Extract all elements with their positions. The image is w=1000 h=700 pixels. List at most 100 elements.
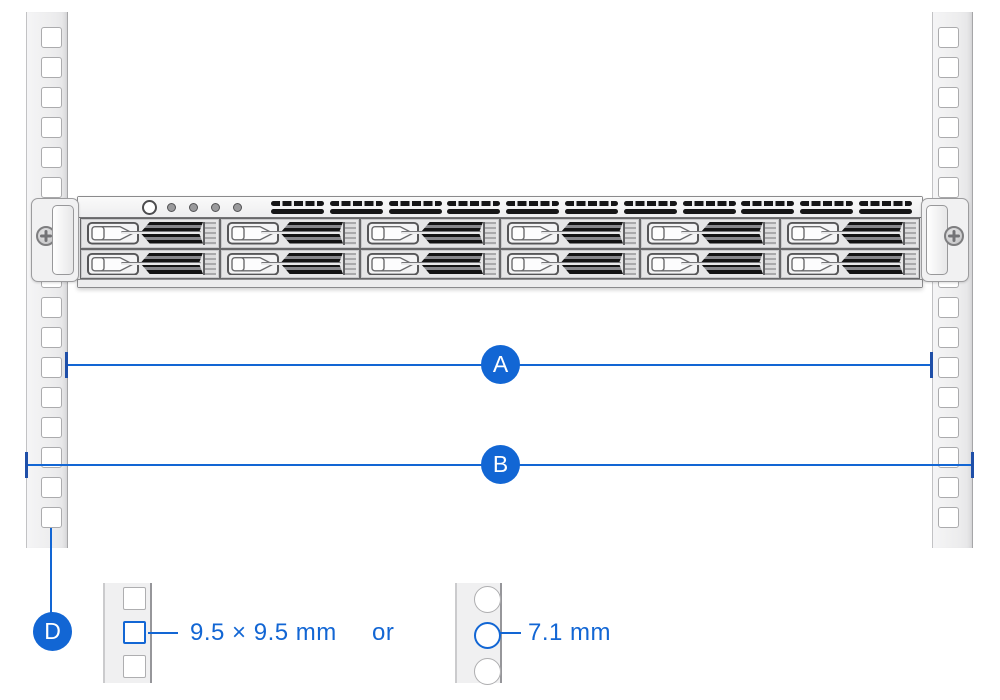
drive-tray-fins [903,252,916,275]
legend-or-label: or [372,619,395,646]
drive-bay [81,219,219,248]
drive-bay [361,219,499,248]
rail-square-hole [41,87,62,108]
server-front-top-strip [78,197,922,218]
vent-slot [271,209,324,214]
drive-tray-latch [647,222,699,245]
drive-tray-fins [203,222,216,245]
legend-square-hole [123,587,146,610]
drive-bay [781,219,919,248]
drive-tray-fins [343,222,356,245]
drive-bay [501,249,639,278]
server-ear-right [921,198,969,282]
drive-tray-vent-wedge [281,252,343,263]
drive-tray-fins [623,222,636,245]
drive-tray-groove [261,261,341,265]
drive-tray-fins [903,222,916,245]
legend-square-hole-rail-fragment [103,583,152,683]
vent-slot-group [329,201,383,214]
legend-callout-line [148,632,178,634]
drive-tray-fins [763,252,776,275]
drive-tray-groove [821,261,901,265]
drive-bay [361,249,499,278]
drive-tray-vent-wedge [421,252,483,263]
drive-tray-groove [401,261,481,265]
drive-tray-vent-wedge [701,252,763,263]
vent-slot-group [447,201,501,214]
rail-square-hole [41,147,62,168]
rail-square-hole [938,297,959,318]
drive-bay [221,249,359,278]
legend-round-hole [474,586,501,613]
drive-tray-vent-wedge [421,222,483,232]
drive-tray-groove [121,231,201,235]
drive-tray-latch [367,252,419,275]
drive-tray-latch [787,252,839,275]
drive-tray-vent-wedge [561,222,623,232]
rail-square-hole [938,27,959,48]
drive-tray-vent-wedge [281,233,343,244]
vent-slot [506,209,560,214]
vent-slot-group [271,201,324,214]
rail-square-hole [938,327,959,348]
drive-tray-vent-wedge [701,222,763,232]
drive-tray-vent-wedge [141,222,203,232]
rail-square-hole [41,327,62,348]
vent-slot-group [741,201,795,214]
drive-tray-vent-wedge [421,264,483,274]
drive-tray-groove [681,261,761,265]
drive-tray-vent-wedge [841,264,903,274]
drive-bay [781,249,919,278]
vent-slot [682,201,736,206]
power-button [142,200,157,215]
drive-tray-vent-wedge [141,252,203,263]
vent-slot [741,201,795,206]
drive-tray-vent-wedge [841,252,903,263]
drive-tray-fins [483,252,496,275]
drive-tray-latch [227,252,279,275]
vent-slot [800,201,854,206]
rail-square-hole [938,147,959,168]
drive-tray-vent-wedge [421,233,483,244]
dimension-line-d [50,528,52,614]
vent-slot [858,201,912,206]
drive-tray-groove [261,231,341,235]
rail-square-hole [938,87,959,108]
dimension-tick [930,352,933,378]
drive-tray-groove [541,261,621,265]
drive-tray-vent-wedge [561,252,623,263]
legend-square-hole [123,621,146,644]
dimension-label-d: D [33,612,72,651]
front-vent-strip [271,201,912,214]
drive-tray-groove [821,231,901,235]
drive-tray-fins [343,252,356,275]
vent-slot [682,209,736,214]
drive-bay-grid [80,218,920,279]
status-led [211,203,220,212]
legend-round-hole [474,658,501,685]
rail-square-hole [938,357,959,378]
legend-square-hole [123,655,146,678]
server-ear-left [31,198,79,282]
drive-tray-latch [367,222,419,245]
dimension-tick [65,352,68,378]
vent-slot [447,201,501,206]
rail-square-hole [938,477,959,498]
rail-square-hole [41,417,62,438]
chassis-bottom-edge [78,279,922,287]
drive-bay [641,219,779,248]
server-chassis [77,196,923,288]
drive-tray-latch [87,252,139,275]
drive-tray-vent-wedge [561,264,623,274]
vent-slot-group [388,201,442,214]
drive-tray-latch [507,222,559,245]
vent-slot-group [682,201,736,214]
rail-square-hole [41,57,62,78]
vent-slot-group [623,201,677,214]
drive-tray-fins [763,222,776,245]
vent-slot [564,201,618,206]
vent-slot [506,201,560,206]
dimension-letter-d: D [44,617,61,644]
rail-square-hole [41,27,62,48]
legend-round-hole [474,622,501,649]
